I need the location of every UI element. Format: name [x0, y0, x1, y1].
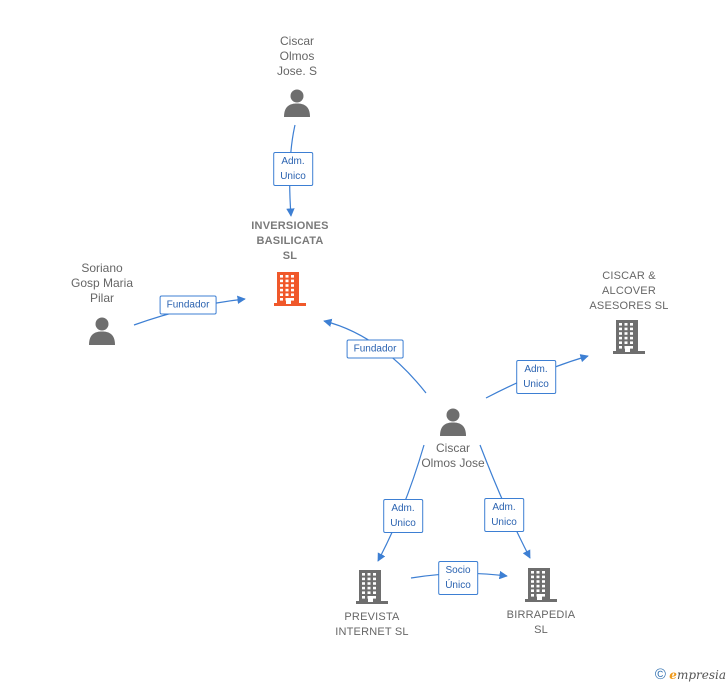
building-icon[interactable]	[613, 319, 645, 360]
building-icon[interactable]	[274, 271, 306, 312]
person-icon[interactable]	[87, 315, 117, 350]
person-icon[interactable]	[438, 406, 468, 441]
edge-label[interactable]: Adm. Unico	[273, 152, 313, 186]
person-name-label[interactable]: Ciscar Olmos Jose	[421, 441, 485, 470]
company-name-label[interactable]: PREVISTA INTERNET SL	[335, 611, 409, 638]
edge-label[interactable]: Adm. Unico	[383, 499, 423, 533]
brand-logo[interactable]: empresia	[669, 668, 726, 682]
edge-label[interactable]: Adm. Unico	[516, 360, 556, 394]
building-icon[interactable]	[525, 567, 557, 608]
edge-label[interactable]: Adm. Unico	[484, 498, 524, 532]
edge-label[interactable]: Socio Único	[438, 561, 478, 595]
copyright-symbol: ©	[654, 666, 666, 683]
person-name-label[interactable]: Soriano Gosp Maria Pilar	[70, 261, 134, 305]
person-icon[interactable]	[282, 87, 312, 122]
edge-label[interactable]: Fundador	[159, 295, 217, 315]
company-name-label[interactable]: BIRRAPEDIA SL	[506, 609, 576, 636]
building-icon[interactable]	[356, 569, 388, 610]
footer-brand: © empresia	[655, 666, 726, 683]
person-name-label[interactable]: Ciscar Olmos Jose. S	[276, 34, 318, 78]
edge-label[interactable]: Fundador	[346, 339, 404, 359]
company-name-label[interactable]: CISCAR & ALCOVER ASESORES SL	[589, 270, 669, 312]
company-name-label[interactable]: INVERSIONES BASILICATA SL	[251, 220, 329, 262]
